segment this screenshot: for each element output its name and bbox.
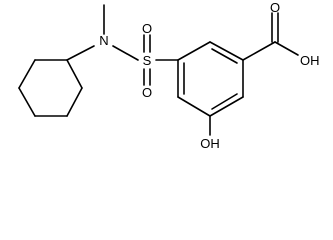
cyclohexane-ring: [18, 59, 83, 117]
carboxyl-hydroxyl-label: OH: [300, 53, 320, 68]
nitrogen-label: N: [99, 33, 108, 48]
ring-to-nitrogen-bond: [66, 45, 95, 61]
chemical-structure-diagram: N S O O O OH OH: [18, 0, 320, 151]
sulfonyl-bottom-double-bond: [143, 68, 151, 86]
sulfonyl-top-double-bond: [143, 34, 151, 53]
phenol-hydroxyl-label: OH: [200, 136, 220, 151]
sulfur-label: S: [143, 53, 152, 68]
carboxyl-oh-bond: [274, 41, 299, 56]
nitrogen-to-sulfur-bond: [112, 45, 139, 61]
carbonyl-double-bond: [271, 12, 279, 43]
sulfonyl-oxygen-bottom-label: O: [142, 85, 152, 100]
carboxyl-oxygen-label: O: [270, 0, 280, 15]
benzene-ring: [177, 41, 244, 117]
sulfonyl-oxygen-top-label: O: [142, 21, 152, 36]
ring-to-carboxyl-bond: [242, 41, 276, 61]
